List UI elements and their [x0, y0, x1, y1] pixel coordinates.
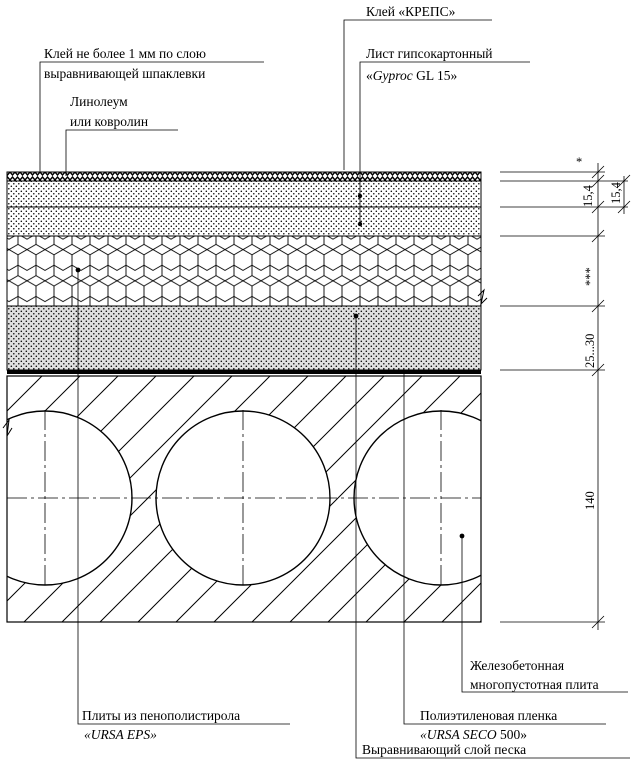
label-glue-line2: выравнивающей шпаклевки: [44, 66, 205, 81]
eps-insulation-layer: [6, 235, 482, 307]
label-glue-line1: Клей не более 1 мм по слою: [44, 46, 206, 61]
hollow-core-slab: [2, 288, 488, 623]
label-sand: Выравнивающий слой песка: [362, 742, 526, 757]
label-film-line1: Полиэтиленовая пленка: [420, 708, 557, 723]
label-slab-line2: многопустотная плита: [470, 677, 599, 692]
gypsum-sheet-layer-2: [6, 206, 482, 237]
label-slab-line1: Железобетонная: [470, 658, 564, 673]
dim-gypsum-2: 15,4: [609, 181, 623, 204]
dim-slab: 140: [583, 491, 597, 510]
label-linoleum-line1: Линолеум: [70, 94, 128, 109]
leader-dots: [75, 193, 465, 539]
dim-gypsum-1: 15,4: [581, 184, 595, 207]
label-eps-line1: Плиты из пенополистирола: [82, 708, 240, 723]
label-film-line2: «URSA SECO 500»: [420, 727, 527, 742]
dim-sand: 25...30: [583, 334, 597, 368]
gypsum-sheet-layer-1: [6, 180, 482, 208]
dim-star-1: *: [576, 155, 582, 169]
dimension-extension-lines: [500, 171, 605, 623]
label-glue-kreps: Клей «КРЕПС»: [366, 4, 455, 19]
label-eps-line2: «URSA EPS»: [84, 727, 157, 742]
label-linoleum-line2: или ковролин: [70, 114, 148, 129]
dim-star-3: ***: [583, 267, 597, 286]
label-gypsum-line2: «Gyproc GL 15»: [366, 68, 457, 83]
sand-levelling-layer: [6, 305, 482, 371]
dimension-chain: [591, 163, 631, 630]
linoleum-layer: [6, 171, 482, 182]
label-gypsum-line1: Лист гипсокартонный: [366, 46, 493, 61]
leader-lines: [39, 19, 630, 759]
